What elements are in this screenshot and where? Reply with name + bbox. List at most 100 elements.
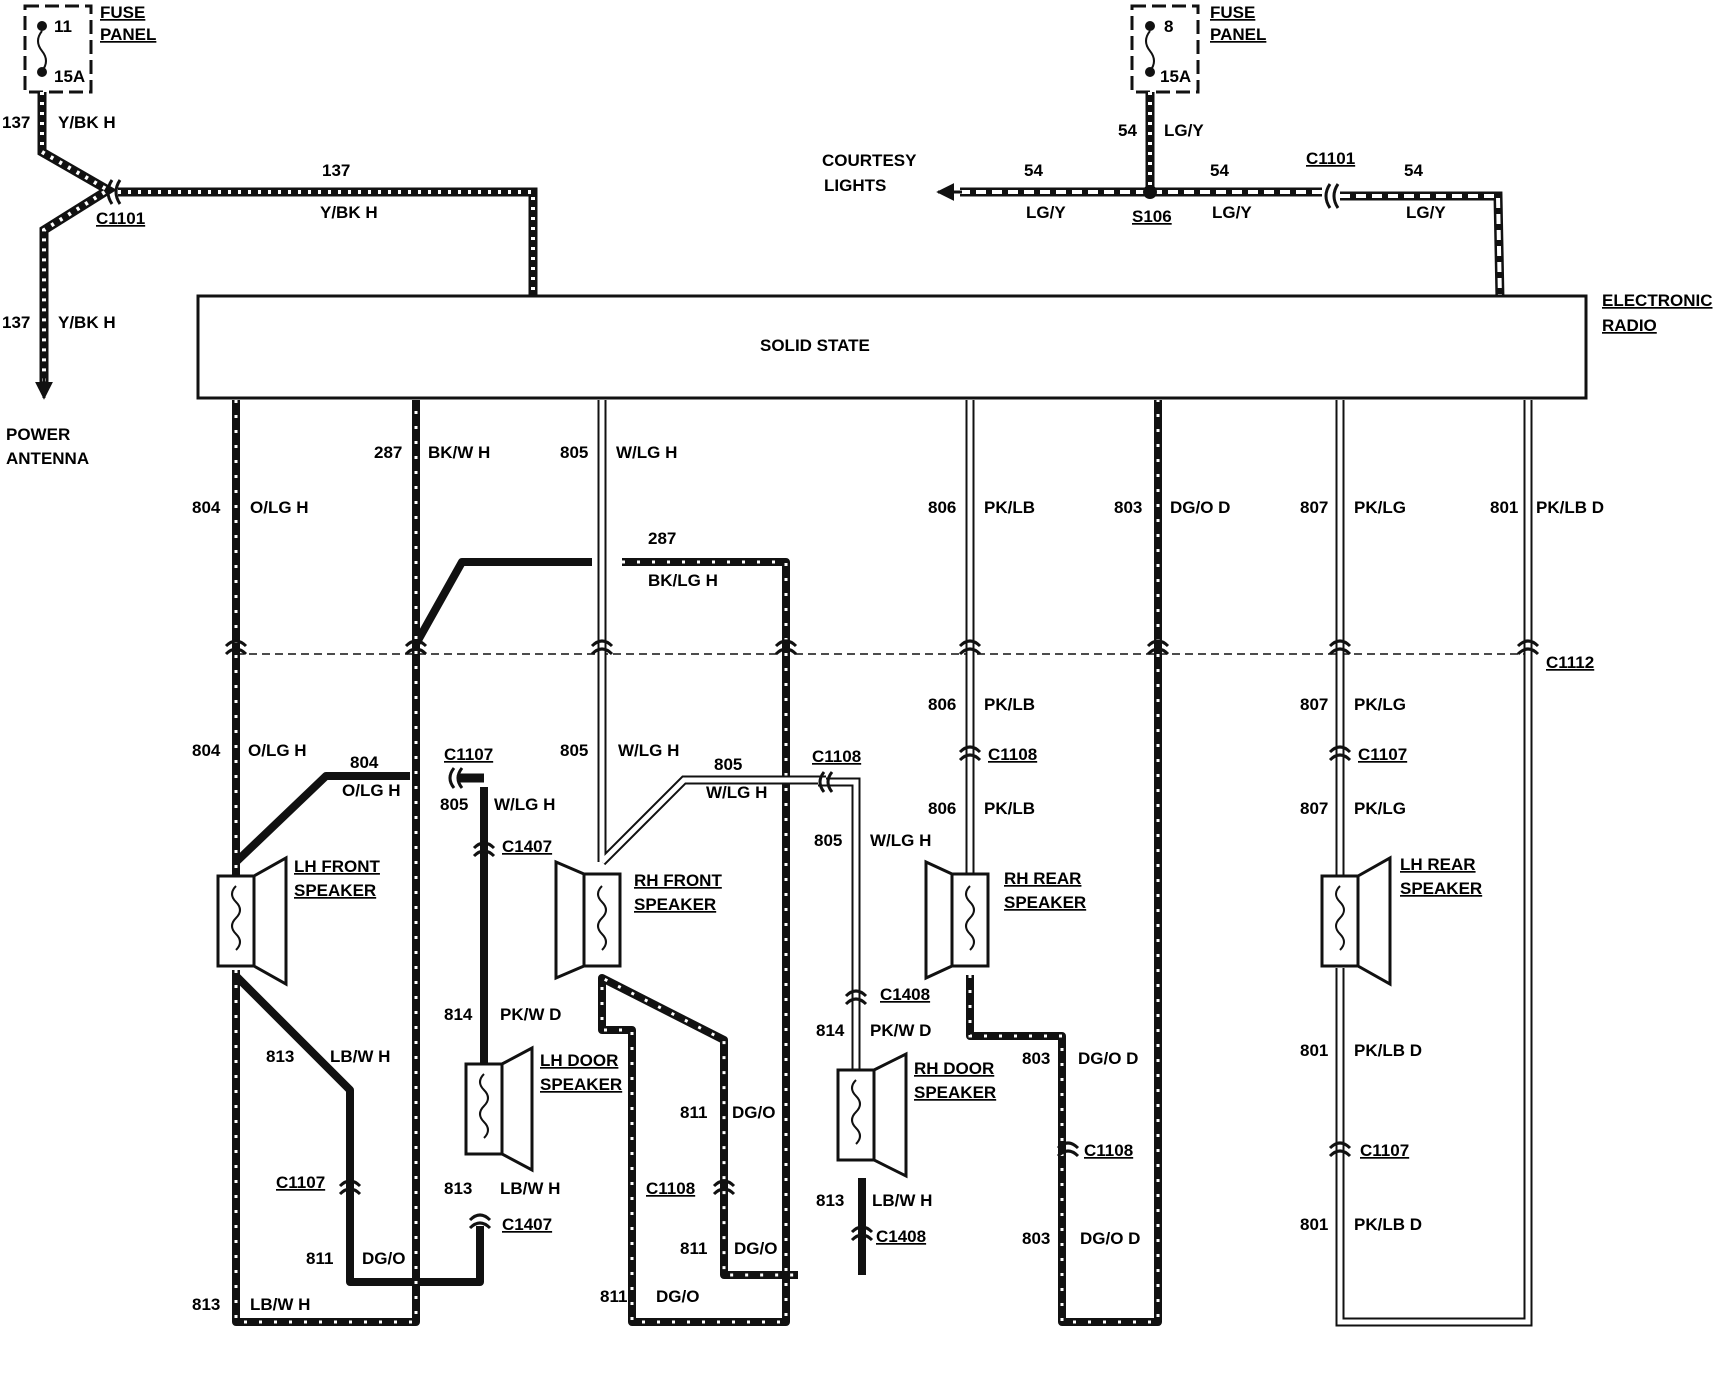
circuit-807-b: 807 xyxy=(1300,695,1328,714)
wire-color-813-c: LB/W H xyxy=(872,1191,932,1210)
speaker-lh-door-label-1: LH DOOR xyxy=(540,1051,618,1070)
circuit-801-b: 801 xyxy=(1300,1041,1328,1060)
wire-color-805-c: W/LG H xyxy=(618,741,679,760)
speaker-wires-dash-overlay xyxy=(234,400,1160,1324)
wire-color-813-d: LB/W H xyxy=(250,1295,310,1314)
connector-c1112-marks xyxy=(224,639,1540,656)
circuit-813-d: 813 xyxy=(192,1295,220,1314)
circuit-803-a: 803 xyxy=(1114,498,1142,517)
speaker-lh-front xyxy=(216,855,288,987)
fuse-right-rating: 15A xyxy=(1160,67,1191,86)
splice-s106-dot xyxy=(1143,185,1157,199)
wire-color-803-c: DG/O D xyxy=(1080,1229,1140,1248)
circuit-811-a: 811 xyxy=(680,1103,707,1122)
speaker-lh-rear-label-1: LH REAR xyxy=(1400,855,1476,874)
connector-c1108-c: C1108 xyxy=(1084,1141,1133,1160)
circuit-813-b: 813 xyxy=(444,1179,472,1198)
connector-c1407-b: C1407 xyxy=(502,1215,552,1234)
wire-color-807-c: PK/LG xyxy=(1354,799,1406,818)
circuit-804-b: 804 xyxy=(192,741,221,760)
wire-color-803-b: DG/O D xyxy=(1078,1049,1138,1068)
connector-c1107-c: C1107 xyxy=(1360,1141,1409,1160)
circuit-803-b: 803 xyxy=(1022,1049,1050,1068)
wire-color-805-b: W/LG H xyxy=(494,795,555,814)
fuse-right: 8 15A FUSE PANEL xyxy=(1130,3,1266,94)
wire-color-137-bottom: Y/BK H xyxy=(58,313,116,332)
circuit-804-a: 804 xyxy=(192,498,221,517)
speaker-rh-door xyxy=(836,1051,908,1179)
wire-color-813-b: LB/W H xyxy=(500,1179,560,1198)
speaker-lh-rear-label-2: SPEAKER xyxy=(1400,879,1482,898)
circuit-54-vertical: 54 xyxy=(1118,121,1137,140)
circuit-137-mid: 137 xyxy=(322,161,350,180)
wire-color-137-top: Y/BK H xyxy=(58,113,116,132)
inline-connector-marks xyxy=(338,745,1352,1242)
circuit-805-c: 805 xyxy=(560,741,588,760)
wire-color-137-mid: Y/BK H xyxy=(320,203,378,222)
speaker-rh-rear-label-2: SPEAKER xyxy=(1004,893,1086,912)
circuit-805-d: 805 xyxy=(714,755,742,774)
radio-main-label: SOLID STATE xyxy=(760,336,870,355)
speaker-rh-rear-label-1: RH REAR xyxy=(1004,869,1081,888)
fuse-right-label-2: PANEL xyxy=(1210,25,1266,44)
wire-color-811-b: DG/O xyxy=(362,1249,405,1268)
wire-color-807-b: PK/LG xyxy=(1354,695,1406,714)
fuse-left-rating: 15A xyxy=(54,67,85,86)
circuit-805-e: 805 xyxy=(814,831,842,850)
fuse-right-label-1: FUSE xyxy=(1210,3,1255,22)
fuse-left: 11 15A FUSE PANEL xyxy=(23,3,156,94)
radio-side-label-2: RADIO xyxy=(1602,316,1657,335)
speaker-lh-door xyxy=(464,1045,534,1173)
connector-c1407-a: C1407 xyxy=(502,837,552,856)
circuit-287-b: 287 xyxy=(648,529,676,548)
wire-54 xyxy=(936,92,1505,301)
speaker-rh-front-label-1: RH FRONT xyxy=(634,871,722,890)
connector-c1112-label: C1112 xyxy=(1546,653,1594,672)
circuit-287-a: 287 xyxy=(374,443,402,462)
circuit-805-a: 805 xyxy=(560,443,588,462)
wire-color-287-a: BK/W H xyxy=(428,443,490,462)
circuit-803-c: 803 xyxy=(1022,1229,1050,1248)
wire-color-805-d: W/LG H xyxy=(706,783,767,802)
circuit-801-a: 801 xyxy=(1490,498,1518,517)
wire-color-807-a: PK/LG xyxy=(1354,498,1406,517)
wire-color-811-c: DG/O xyxy=(734,1239,777,1258)
connector-c1408-b: C1408 xyxy=(876,1227,926,1246)
electronic-radio-box xyxy=(196,294,1588,400)
speaker-lh-door-label-2: SPEAKER xyxy=(540,1075,622,1094)
speaker-wires-light-inner xyxy=(599,400,1531,1325)
circuit-811-c: 811 xyxy=(680,1239,707,1258)
speaker-lh-rear xyxy=(1320,855,1392,987)
wire-color-801-c: PK/LB D xyxy=(1354,1215,1422,1234)
fuse-left-label-1: FUSE xyxy=(100,3,145,22)
speaker-rh-door-label-1: RH DOOR xyxy=(914,1059,994,1078)
wire-color-811-d: DG/O xyxy=(656,1287,699,1306)
circuit-804-c: 804 xyxy=(350,753,379,772)
connector-c1107-a: C1107 xyxy=(444,745,493,764)
courtesy-lights-label-1: COURTESY xyxy=(822,151,917,170)
speaker-rh-door-label-2: SPEAKER xyxy=(914,1083,996,1102)
wire-color-806-a: PK/LB xyxy=(984,498,1035,517)
connector-c1408-a: C1408 xyxy=(880,985,930,1004)
wire-color-814-b: PK/W D xyxy=(870,1021,931,1040)
connector-c1107-d: C1107 xyxy=(276,1173,325,1192)
circuit-54-mid: 54 xyxy=(1210,161,1229,180)
circuit-806-a: 806 xyxy=(928,498,956,517)
speaker-rh-rear xyxy=(924,859,990,981)
speaker-rh-front-label-2: SPEAKER xyxy=(634,895,716,914)
speaker-wires-light xyxy=(458,400,1533,1327)
speaker-lh-front-label-2: SPEAKER xyxy=(294,881,376,900)
wire-color-287-b: BK/LG H xyxy=(648,571,718,590)
circuit-807-c: 807 xyxy=(1300,799,1328,818)
fuse-right-number: 8 xyxy=(1164,17,1173,36)
circuit-137-top: 137 xyxy=(2,113,30,132)
wire-color-801-b: PK/LB D xyxy=(1354,1041,1422,1060)
courtesy-lights-label-2: LIGHTS xyxy=(824,176,886,195)
circuit-137-bottom: 137 xyxy=(2,313,30,332)
circuit-807-a: 807 xyxy=(1300,498,1328,517)
wire-color-805-a: W/LG H xyxy=(616,443,677,462)
circuit-814-b: 814 xyxy=(816,1021,845,1040)
wire-color-804-a: O/LG H xyxy=(250,498,309,517)
wire-color-804-c: O/LG H xyxy=(342,781,401,800)
